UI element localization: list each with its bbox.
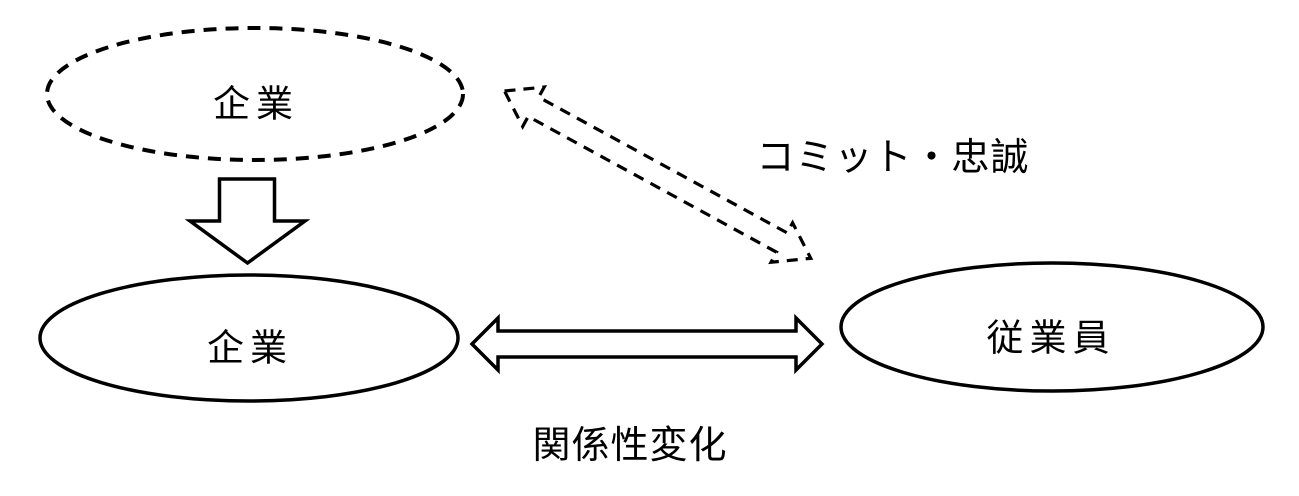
employee-label: 従業員 [986, 318, 1116, 360]
company-label: 企業 [207, 328, 293, 370]
company-past-label: 企業 [213, 84, 299, 126]
down-block-arrow [184, 177, 311, 266]
employee-ellipse [839, 261, 1265, 393]
horizontal-double-arrow [469, 313, 825, 375]
relationship-change-caption: 関係性変化 [532, 425, 728, 467]
company-ellipse [38, 273, 460, 403]
company-past-dashed-ellipse [45, 26, 465, 162]
commitment-caption: コミット・忠誠 [756, 137, 1030, 179]
dashed-double-arrow-group [502, 85, 814, 265]
dashed-double-arrow [502, 85, 814, 265]
